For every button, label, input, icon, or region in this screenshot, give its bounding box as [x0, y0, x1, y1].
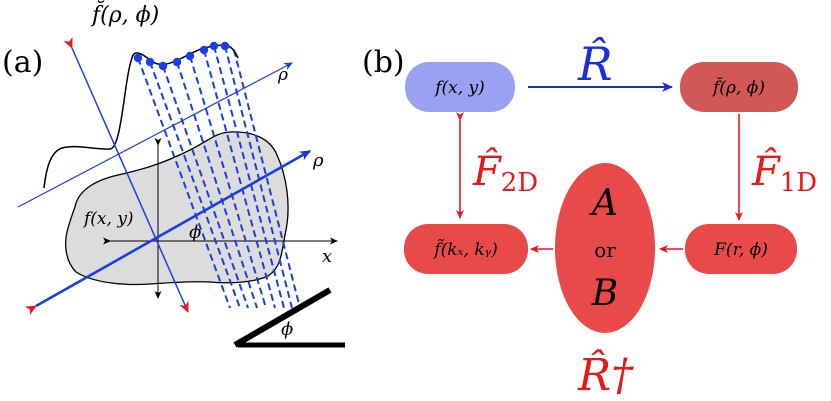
op-f2d: F̂2D [472, 149, 538, 198]
node-Frphi [685, 224, 797, 274]
node-fbreve-label: f̆(ρ, ϕ) [711, 77, 765, 98]
panel-a: (a) [2, 1, 345, 348]
op-inverse: R̂† [577, 348, 634, 401]
node-fxy-label: f(x, y) [433, 78, 485, 98]
x-axis-label: x [322, 246, 332, 267]
panel-b-label: (b) [362, 45, 405, 80]
ellipse-label-or: or [594, 238, 616, 262]
rho-axis [24, 149, 311, 316]
object-label: f(x, y) [82, 209, 134, 229]
panel-b: (b) f(x, y) f̆(ρ, ϕ) F(r, ϕ) f̃(kₓ, kᵧ) … [362, 37, 817, 401]
node-ftilde [404, 224, 528, 274]
ellipse-label-B: B [591, 273, 618, 314]
phi-detector-label: ϕ [281, 319, 293, 340]
projection-samples [133, 41, 230, 71]
op-f1d: F̂1D [751, 149, 817, 198]
detector-bar [233, 287, 332, 348]
node-ellipse [555, 163, 655, 333]
phi-inside-label: ϕ [189, 222, 201, 243]
op-radon: R̂ [577, 37, 613, 91]
node-fbreve [680, 62, 798, 112]
node-Frphi-label: F(r, ϕ) [713, 240, 768, 260]
rho-main-label: ρ [312, 150, 324, 171]
node-fxy [405, 62, 515, 112]
node-ftilde-label: f̃(kₓ, kᵧ) [432, 239, 497, 260]
ellipse-label-A: A [589, 183, 618, 224]
projection-label: f̆(ρ, ϕ) [90, 1, 159, 28]
rho-top-label: ρ [277, 65, 288, 85]
panel-a-label: (a) [2, 45, 43, 80]
